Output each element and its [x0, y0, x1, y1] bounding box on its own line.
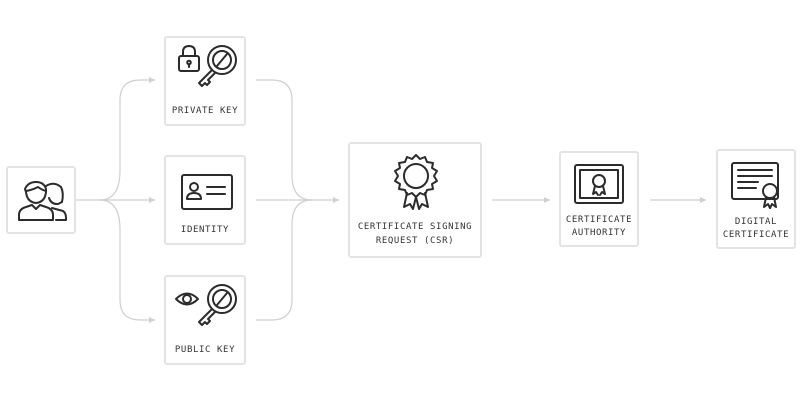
ca-node[interactable]: CERTIFICATE AUTHORITY [559, 151, 639, 247]
public-key-node[interactable]: PUBLIC KEY [164, 275, 246, 365]
certificate-document-icon [731, 162, 779, 209]
digital-certificate-label-line2: CERTIFICATE [722, 230, 790, 240]
seal-badge-icon [394, 154, 438, 210]
eye-key-icon [175, 284, 237, 326]
identity-label: IDENTITY [180, 225, 230, 235]
identity-node[interactable]: IDENTITY [164, 155, 246, 245]
csr-label-line1: CERTIFICATE SIGNING [357, 222, 473, 232]
connector-to-private-key [99, 77, 155, 201]
users-icon [18, 181, 67, 221]
lock-key-icon [178, 45, 237, 87]
ca-label-line2: AUTHORITY [571, 228, 627, 238]
digital-certificate-label-line1: DIGITAL [734, 217, 778, 227]
private-key-node[interactable]: PRIVATE KEY [164, 36, 246, 126]
public-key-label: PUBLIC KEY [174, 345, 236, 355]
csr-label-line2: REQUEST (CSR) [375, 236, 455, 246]
private-key-label: PRIVATE KEY [171, 106, 239, 116]
connector-public-key-merge [256, 199, 313, 321]
digital-certificate-node[interactable]: DIGITAL CERTIFICATE [716, 149, 796, 249]
framed-certificate-icon [574, 164, 624, 204]
csr-node[interactable]: CERTIFICATE SIGNING REQUEST (CSR) [348, 142, 482, 258]
connector-to-public-key [99, 199, 155, 323]
connector-private-key-merge [256, 79, 313, 201]
id-card-icon [181, 174, 233, 210]
ca-label-line1: CERTIFICATE [565, 215, 633, 225]
users-node [6, 166, 76, 234]
